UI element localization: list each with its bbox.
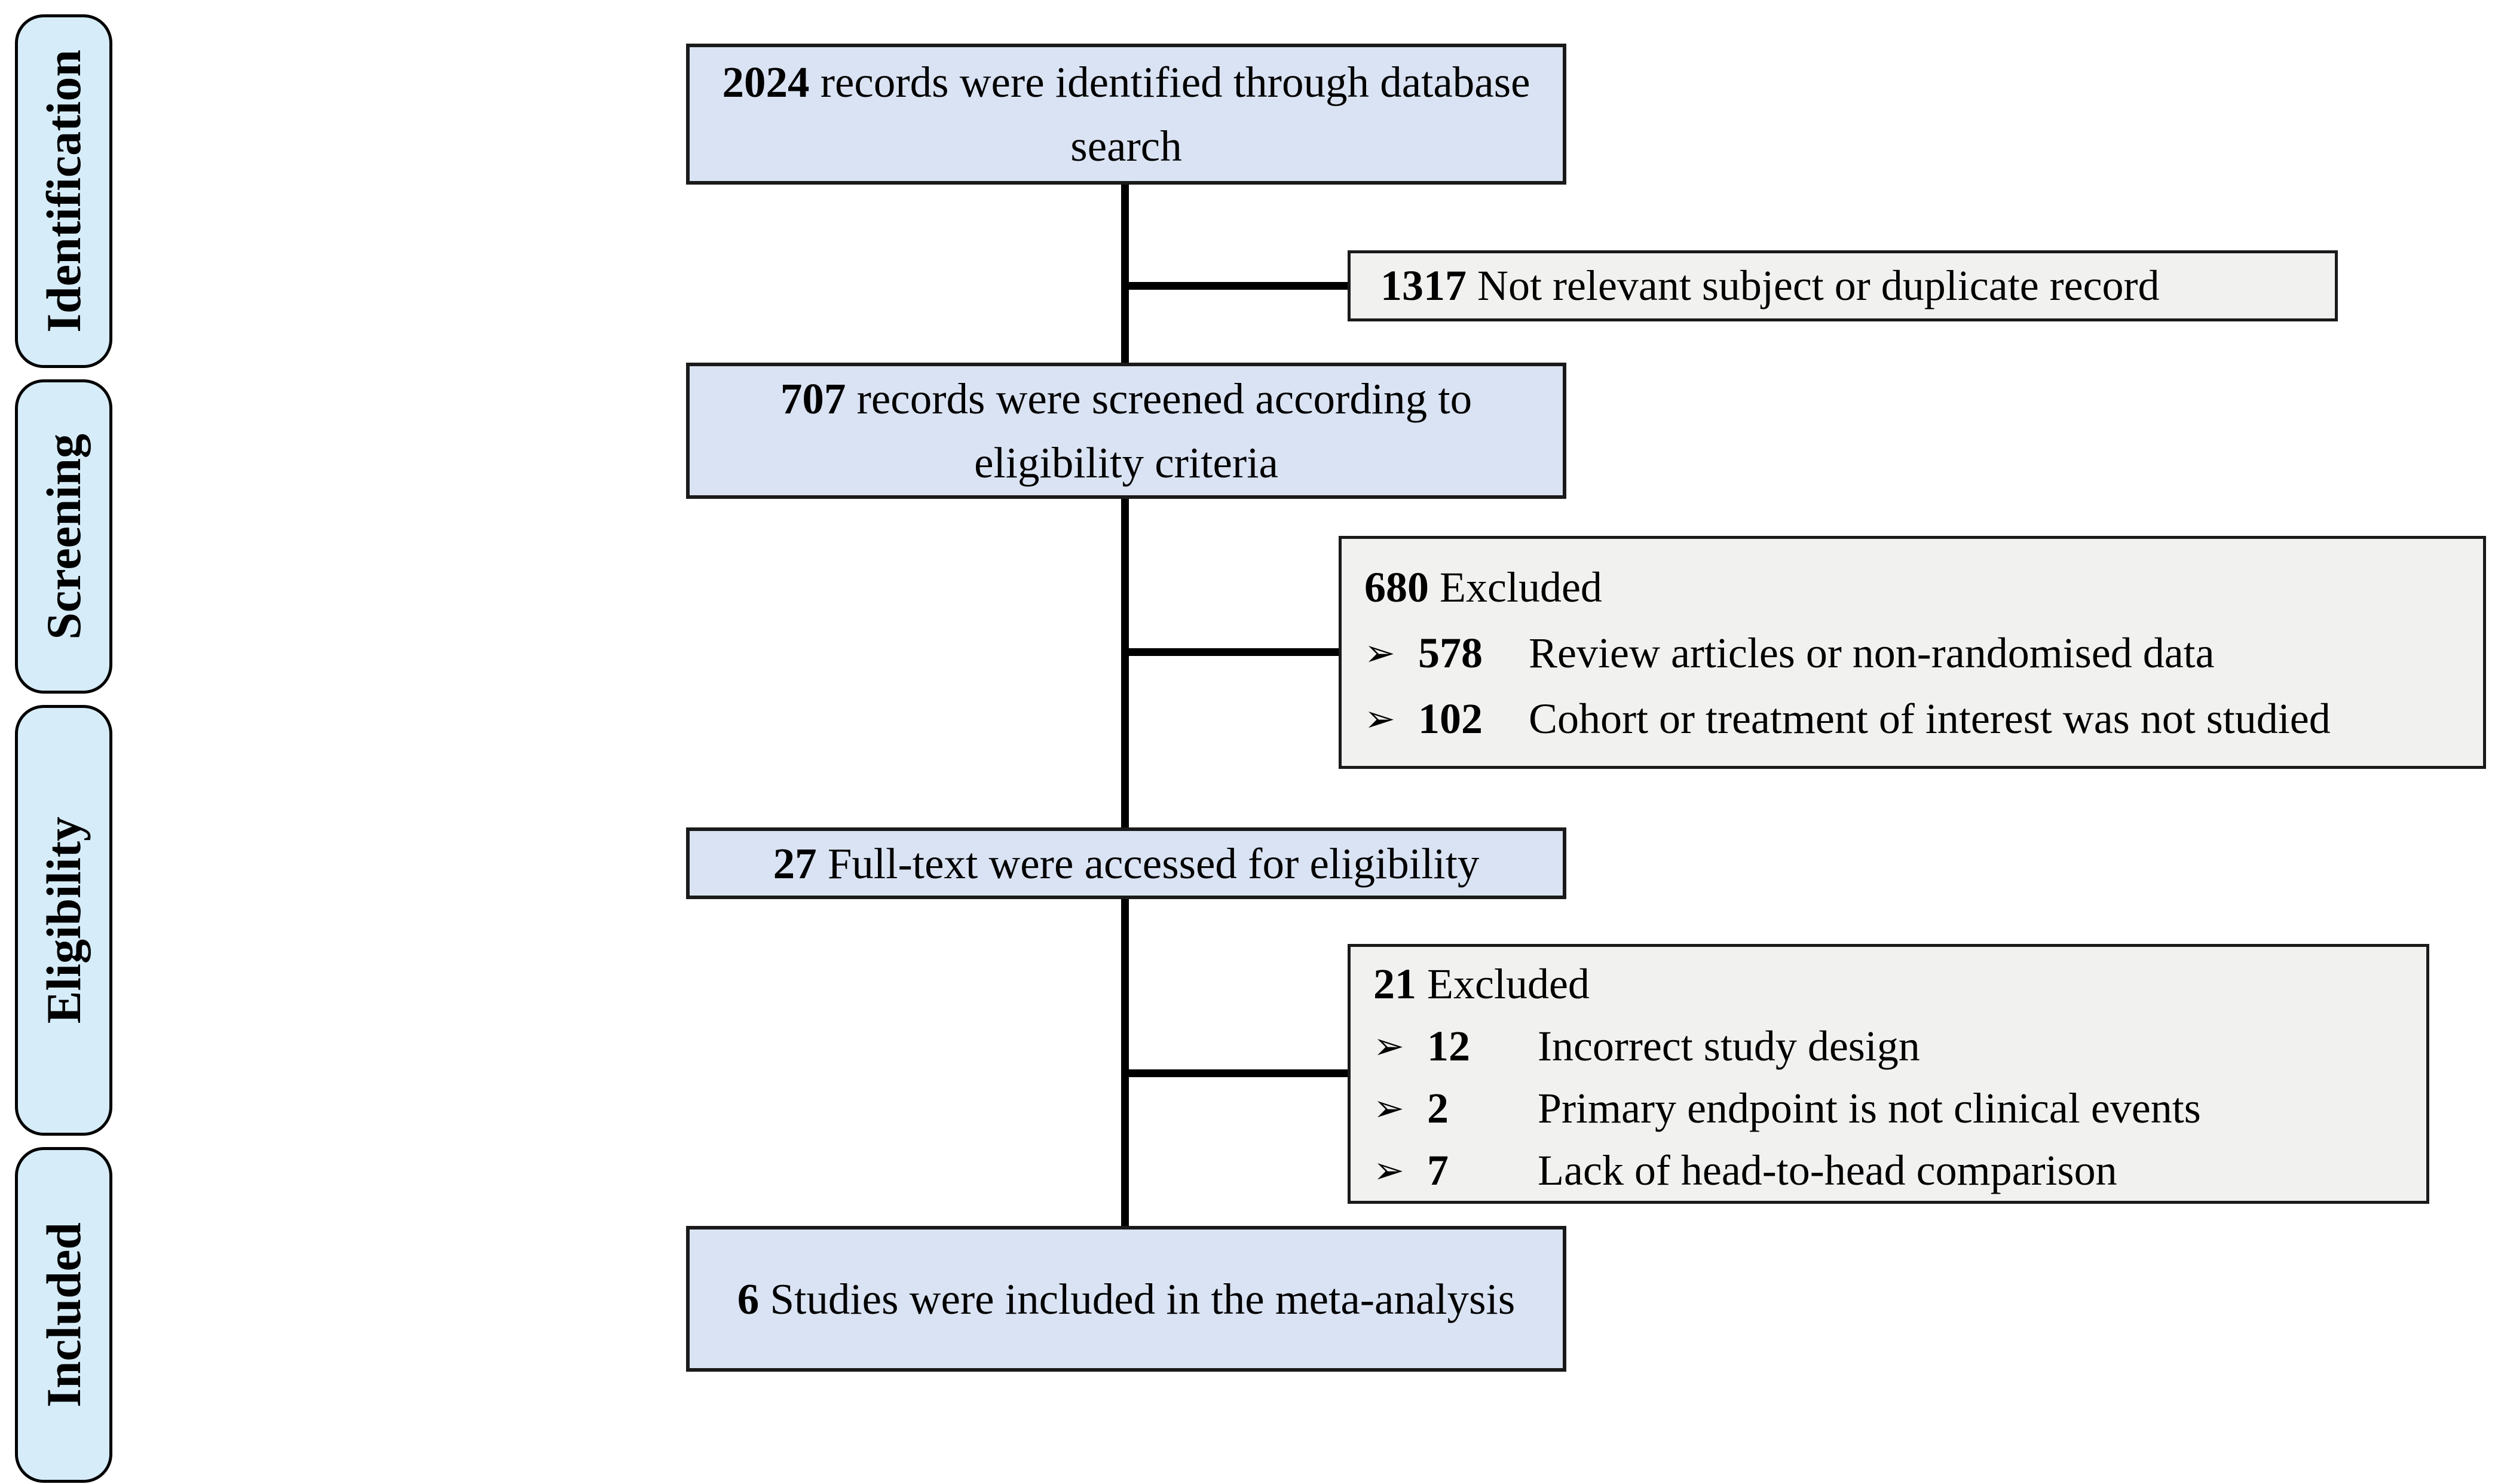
- exclusion-box-eligibility: 21 Excluded ➢ 12 Incorrect study design …: [1348, 944, 2429, 1204]
- flow-box-text: 27 Full-text were accessed for eligibili…: [773, 839, 1480, 888]
- flow-box-records-identified: 2024 records were identified through dat…: [686, 44, 1566, 185]
- flow-connector-vertical-1: [1121, 182, 1129, 365]
- exclusion-header: 21 Excluded: [1373, 960, 1590, 1008]
- stage-label: Screening: [36, 433, 91, 640]
- exclusion-reason: ➢ 7 Lack of head-to-head comparison: [1373, 1139, 2404, 1201]
- flow-box-records-screened: 707 records were screened according to e…: [686, 363, 1566, 499]
- arrow-bullet-icon: ➢: [1373, 1024, 1404, 1068]
- exclusion-branch-line-1: [1125, 282, 1349, 290]
- arrow-bullet-icon: ➢: [1373, 1148, 1404, 1192]
- stage-label: Eligibility: [36, 817, 91, 1024]
- exclusion-reason: ➢ 12 Incorrect study design: [1373, 1015, 2404, 1077]
- exclusion-reason: ➢ 102 Cohort or treatment of interest wa…: [1364, 686, 2460, 752]
- flow-box-text: 2024 records were identified through dat…: [722, 58, 1530, 170]
- exclusion-box-not-relevant: 1317 Not relevant subject or duplicate r…: [1348, 250, 2338, 321]
- flow-connector-vertical-3: [1121, 897, 1129, 1228]
- stage-label: Included: [36, 1222, 91, 1408]
- exclusion-header: 680 Excluded: [1364, 563, 1602, 611]
- arrow-bullet-icon: ➢: [1364, 631, 1395, 674]
- flow-box-studies-included: 6 Studies were included in the meta-anal…: [686, 1226, 1566, 1372]
- arrow-bullet-icon: ➢: [1364, 697, 1395, 740]
- exclusion-reason: ➢ 578 Review articles or non-randomised …: [1364, 620, 2460, 686]
- stage-eligibility: Eligibility: [15, 705, 112, 1136]
- stage-screening: Screening: [15, 379, 112, 694]
- stage-identification: Identification: [15, 14, 112, 368]
- stage-included: Included: [15, 1147, 112, 1483]
- flow-connector-vertical-2: [1121, 496, 1129, 830]
- exclusion-branch-line-2: [1125, 648, 1340, 656]
- exclusion-branch-line-3: [1125, 1069, 1349, 1077]
- flow-box-text: 707 records were screened according to e…: [780, 375, 1472, 487]
- stage-label: Identification: [36, 50, 91, 333]
- exclusion-box-screening: 680 Excluded ➢ 578 Review articles or no…: [1339, 536, 2486, 769]
- flow-box-fulltext-assessed: 27 Full-text were accessed for eligibili…: [686, 827, 1566, 899]
- flow-box-text: 6 Studies were included in the meta-anal…: [737, 1274, 1516, 1323]
- exclusion-reason: ➢ 2 Primary endpoint is not clinical eve…: [1373, 1077, 2404, 1139]
- exclusion-header: 1317 Not relevant subject or duplicate r…: [1380, 262, 2160, 309]
- arrow-bullet-icon: ➢: [1373, 1086, 1404, 1130]
